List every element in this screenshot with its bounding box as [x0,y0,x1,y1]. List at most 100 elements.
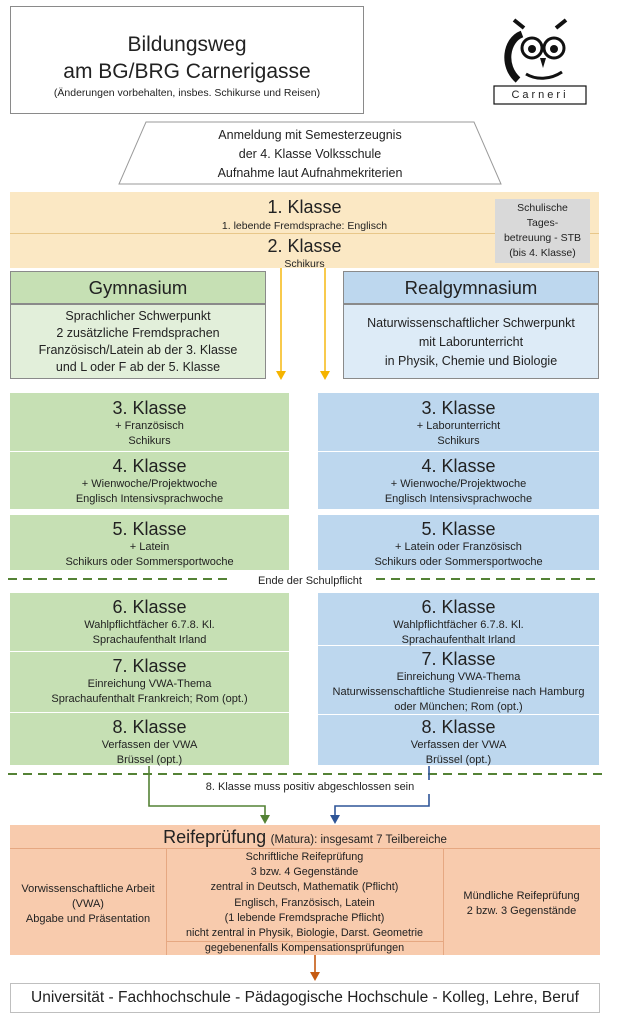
rg-k6-line-1: Wahlpflichtfächer 6.7.8. Kl. [393,619,524,631]
matura-title-small: (Matura): insgesamt 7 Teilbereiche [270,834,447,846]
gym-desc-4: und L oder F ab der 5. Klasse [55,360,221,374]
stb-line-4: (bis 4. Klasse) [509,247,576,259]
rg-k6-divider [318,645,599,646]
sr-line-7: gegebenenfalls Kompensationsprüfungen [204,942,405,955]
gym-k3-line-1: + Französisch [115,420,184,432]
rg-description: Naturwissenschaftlicher Schwerpunkt mit … [343,304,599,379]
gym-description: Sprachlicher Schwerpunkt 2 zusätzliche F… [10,304,266,379]
gym-k3-line-2: Schikurs [128,435,171,447]
vwa-line-2: (VWA) [72,898,104,910]
entry-trapezoid [118,121,502,185]
rg-k7-title: 7. Klasse [421,649,496,669]
k2-title: 2. Klasse [267,236,342,256]
entry-line-2: der 4. Klasse Volksschule [238,147,382,161]
schulpflicht-dashed-line [8,578,600,580]
rg-k4-title: 4. Klasse [421,456,496,476]
k2-sub: Schikurs [284,258,325,270]
rg-k6-title: 6. Klasse [421,597,496,617]
rg-k7-line-2: Naturwissenschaftliche Studienreise nach… [332,686,585,698]
rg-k6-line-2: Sprachaufenthalt Irland [401,634,516,646]
gym-k4-title: 4. Klasse [112,456,187,476]
gym-k7-divider [10,712,289,713]
rg-k7-divider [318,714,599,715]
schulpflicht-label: Ende der Schulpflicht [258,575,362,587]
gym-k6-k8-box [10,593,289,765]
matura-col-divider-1 [166,848,167,955]
gym-k7-line-1: Einreichung VWA-Thema [87,678,212,690]
mr-line-1: Mündliche Reifeprüfung [463,890,580,902]
rg-k8-line-2: Brüssel (opt.) [425,754,492,766]
gym-k7-line-2: Sprachaufenthalt Frankreich; Rom (opt.) [51,693,248,705]
stb-line-2: Tages- [526,217,559,229]
gym-k5-line-1: + Latein [129,541,170,553]
gym-k8-title: 8. Klasse [112,717,187,737]
common-years-divider [10,233,599,234]
rg-desc-2: mit Laborunterricht [418,335,524,349]
rg-k5-title: 5. Klasse [421,519,496,539]
rg-desc-1: Naturwissenschaftlicher Schwerpunkt [367,316,575,330]
gym-k5-title: 5. Klasse [112,519,187,539]
gym-k7-title: 7. Klasse [112,656,187,676]
matura-box [10,825,600,955]
gym-k5-line-2: Schikurs oder Sommersportwoche [65,556,234,568]
gym-k5-box [10,515,289,570]
gym-k3-k4-divider [10,451,289,452]
yellow-arrows [276,268,330,380]
title-box: Bildungsweg am BG/BRG Carnerigasse (Ände… [10,6,364,114]
matura-connector-arrows [8,766,604,824]
matura-comp-divider [166,941,443,942]
logo-text: Carneri [511,89,569,101]
matura-col-divider-2 [443,848,444,955]
school-logo: Carneri [492,14,588,106]
rg-k4-line-1: + Wienwoche/Projektwoche [390,478,527,490]
k1-title: 1. Klasse [267,197,342,217]
gym-k4-line-2: Englisch Intensivsprachwoche [75,493,224,505]
rg-k4-line-2: Englisch Intensivsprachwoche [384,493,533,505]
rg-k5-line-2: Schikurs oder Sommersportwoche [374,556,543,568]
matura-title-big: Reifeprüfung [163,827,267,847]
sr-line-3: zentral in Deutsch, Mathematik (Pflicht) [210,881,399,894]
matura-muendlich: Mündliche Reifeprüfung 2 bzw. 3 Gegenstä… [443,889,600,919]
stb-line-3: betreuung - STB [503,232,582,244]
gym-k6-line-1: Wahlpflichtfächer 6.7.8. Kl. [84,619,215,631]
entry-line-1: Anmeldung mit Semesterzeugnis [218,128,402,142]
vwa-line-1: Vorwissenschaftliche Arbeit [21,883,155,895]
gym-k6-line-2: Sprachaufenthalt Irland [92,634,207,646]
positiv-label: 8. Klasse muss positiv abgeschlossen sei… [160,780,460,794]
title-note: (Änderungen vorbehalten, insbes. Schikur… [53,87,321,99]
title-line-1: Bildungsweg [127,33,247,56]
footer-box: Universität - Fachhochschule - Pädagogis… [10,983,600,1013]
rg-k5-box [318,515,599,570]
orange-arrow [310,955,320,981]
gym-k4-line-1: + Wienwoche/Projektwoche [81,478,218,490]
rg-k3-line-2: Schikurs [437,435,480,447]
rg-k8-line-1: Verfassen der VWA [410,739,507,751]
gym-desc-1: Sprachlicher Schwerpunkt [65,309,211,323]
sr-line-2: 3 bzw. 4 Gegenstände [250,866,359,879]
rg-title: Realgymnasium [343,271,599,304]
sr-line-5: (1 lebende Fremdsprache Pflicht) [224,911,385,924]
sr-line-6: nicht zentral in Physik, Biologie, Darst… [185,927,424,940]
title-line-2: am BG/BRG Carnerigasse [63,60,311,83]
gym-title: Gymnasium [10,271,266,304]
k1-sub: 1. lebende Fremdsprache: Englisch [221,220,388,232]
gym-desc-3: Französisch/Latein ab der 3. Klasse [38,343,238,357]
rg-k3-k4-divider [318,451,599,452]
rg-k7-line-1: Einreichung VWA-Thema [396,671,521,683]
rg-k8-title: 8. Klasse [421,717,496,737]
vwa-line-3: Abgabe und Präsentation [25,913,151,925]
entry-text: Anmeldung mit Semesterzeugnis der 4. Kla… [118,126,502,183]
rg-k3-title: 3. Klasse [421,398,496,418]
entry-line-3: Aufnahme laut Aufnahmekriterien [217,166,403,180]
rg-desc-3: in Physik, Chemie und Biologie [384,354,558,368]
matura-schriftlich: Schriftliche Reifeprüfung 3 bzw. 4 Gegen… [166,850,443,956]
matura-title: Reifeprüfung (Matura): insgesamt 7 Teilb… [10,826,600,851]
gym-k8-line-1: Verfassen der VWA [101,739,198,751]
sr-line-1: Schriftliche Reifeprüfung [245,851,364,863]
rg-k6-k8-box [318,593,599,765]
rg-k7-line-3: oder München; Rom (opt.) [394,701,523,713]
gym-k8-line-2: Brüssel (opt.) [116,754,183,766]
gym-k6-divider [10,651,289,652]
rg-k5-line-1: + Latein oder Französisch [395,541,522,553]
sr-line-4: Englisch, Französisch, Latein [234,896,375,909]
